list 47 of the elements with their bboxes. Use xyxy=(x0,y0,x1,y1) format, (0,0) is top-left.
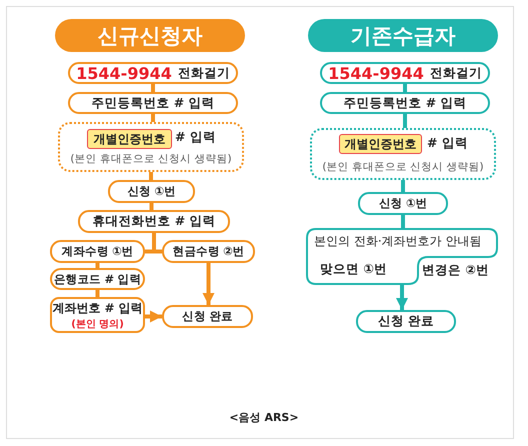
call-instruction: 전화걸기 xyxy=(430,64,482,82)
heading-pill: 신규신청자 xyxy=(55,19,245,52)
option-text: 맞으면 ①번 xyxy=(320,261,387,278)
step-box: 계좌수령 ①번 xyxy=(50,240,145,263)
step-box: 은행코드 # 입력 xyxy=(50,268,145,290)
info-text: 본인의 전화·계좌번호가 안내됨 xyxy=(314,233,482,250)
note-text: (본인 휴대폰으로 신청시 생략됨) xyxy=(321,160,485,174)
step-box: 신청 완료 xyxy=(162,305,253,328)
phone-number: 1544-9944 xyxy=(328,64,424,82)
heading-pill: 기존수급자 xyxy=(308,19,498,52)
dotted-step-box xyxy=(58,122,244,172)
note-text: (본인 명의) xyxy=(71,318,124,330)
step-box: 주민등록번호 # 입력 xyxy=(68,92,238,114)
caption-text: <음성 ARS> xyxy=(228,410,300,425)
connector-line xyxy=(151,84,155,92)
connector-line xyxy=(403,114,407,128)
connector-arrow xyxy=(396,285,408,310)
step-box: 휴대전화번호 # 입력 xyxy=(78,210,230,233)
dotted-step-box xyxy=(310,128,496,180)
connector-line xyxy=(96,290,100,297)
step-box xyxy=(68,62,238,84)
connector-line xyxy=(150,203,154,210)
connector-line xyxy=(401,215,405,228)
step-box xyxy=(320,62,490,84)
connector-line xyxy=(151,114,155,122)
connector-arrow xyxy=(145,310,162,322)
step-box: 신청 완료 xyxy=(356,310,456,333)
highlight-tag: 개별인증번호 xyxy=(339,134,422,154)
highlight-tag: 개별인증번호 xyxy=(87,129,172,149)
step-text: # 입력 xyxy=(175,129,216,146)
notched-box xyxy=(306,228,498,285)
step-box xyxy=(50,297,145,333)
phone-number: 1544-9944 xyxy=(76,64,172,82)
step-text: 계좌번호 # 입력 xyxy=(52,300,143,316)
step-box: 신청 ①번 xyxy=(108,180,195,203)
step-box: 신청 ①번 xyxy=(358,192,448,215)
note-text: (본인 휴대폰으로 신청시 생략됨) xyxy=(69,152,233,166)
option-text: 변경은 ②번 xyxy=(422,262,489,279)
call-instruction: 전화걸기 xyxy=(178,64,230,82)
step-box: 현금수령 ②번 xyxy=(162,240,255,263)
connector-arrow xyxy=(202,263,214,305)
connector-line xyxy=(401,180,405,192)
connector-line xyxy=(149,172,153,180)
step-text: # 입력 xyxy=(427,135,468,152)
connector-line xyxy=(403,84,407,92)
connector-line xyxy=(96,263,100,268)
step-box: 주민등록번호 # 입력 xyxy=(320,92,490,114)
